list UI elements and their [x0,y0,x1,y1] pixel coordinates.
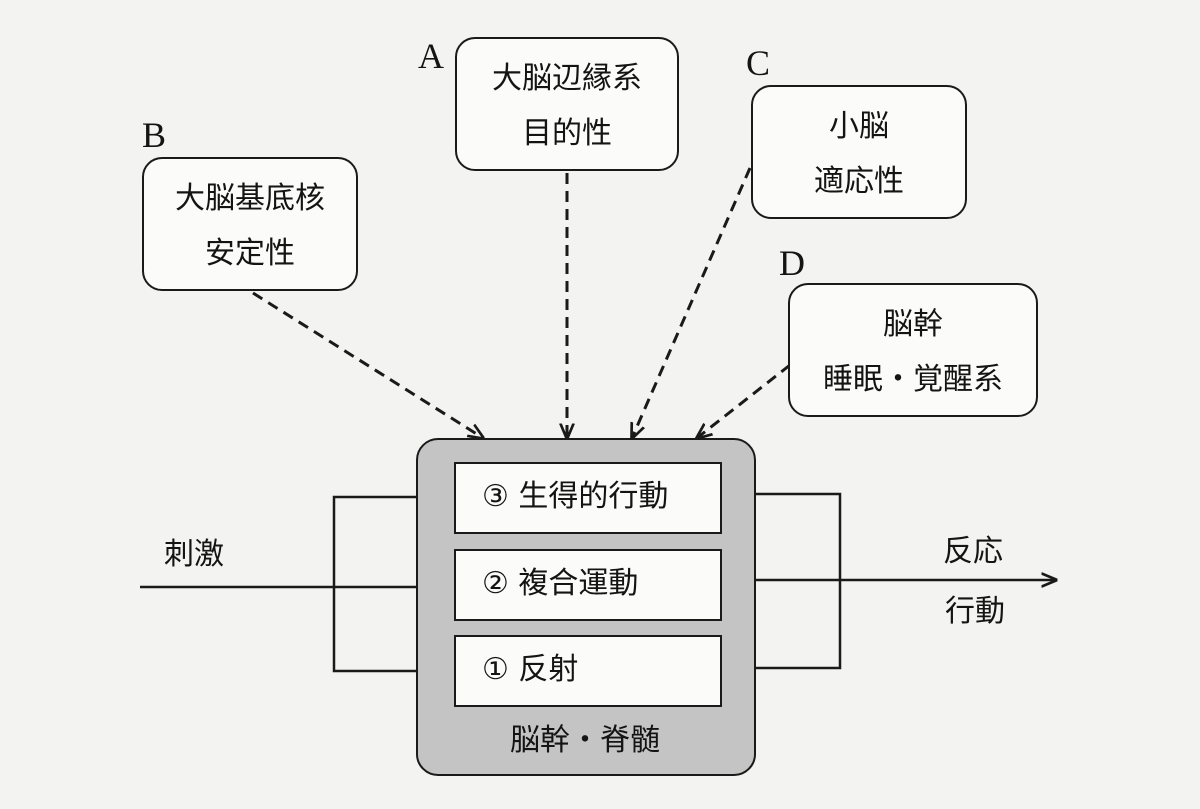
brainstem-function: 睡眠・覚醒系 [823,362,1003,397]
basal-ganglia-function: 安定性 [205,236,295,271]
label-d: D [779,243,805,283]
cerebellum-function: 適応性 [814,164,904,199]
stimulus-label: 刺激 [164,537,224,572]
response-label: 反応 [943,534,1003,569]
limbic-system-function: 目的性 [522,116,612,151]
limbic-system-title: 大脳辺縁系 [492,61,642,96]
innate-behavior-item: ③ 生得的行動 [454,462,722,534]
core-label: 脳幹・脊髄 [510,723,660,758]
output-branch-bottom [721,585,842,670]
label-c: C [746,43,771,83]
cerebellum-box: 小脳 適応性 [751,85,967,219]
reflex-item: ① 反射 [454,635,722,707]
brainstem-box: 脳幹 睡眠・覚醒系 [788,283,1038,417]
behavior-label: 行動 [945,594,1005,629]
label-a: A [418,36,444,76]
limbic-system-box: 大脳辺縁系 目的性 [455,37,679,171]
arrow-c-to-core [632,167,752,438]
basal-ganglia-title: 大脳基底核 [175,181,325,216]
basal-ganglia-box: 大脳基底核 安定性 [142,157,358,291]
output-branch-top [721,492,842,585]
stimulus-branch-top [332,497,452,587]
arrow-d-to-core [697,363,791,438]
label-b: B [142,115,167,155]
cerebellum-title: 小脳 [829,109,889,144]
brainstem-title: 脳幹 [883,307,943,342]
stimulus-branch-bottom [332,587,452,671]
complex-movement-item: ② 複合運動 [454,549,722,621]
arrow-b-to-core [252,291,483,438]
